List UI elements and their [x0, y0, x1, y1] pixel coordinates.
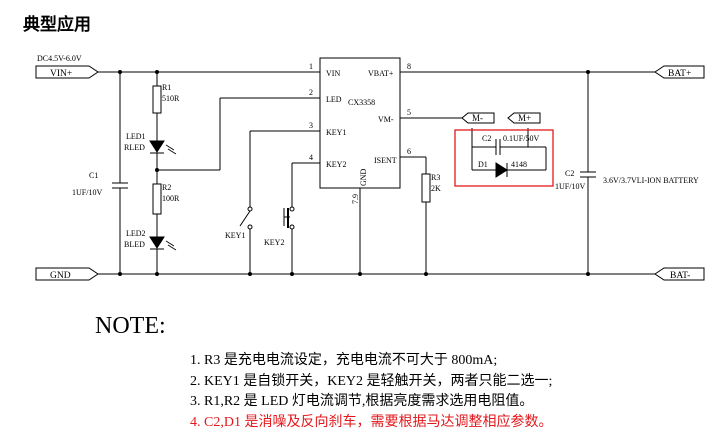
bat-plus-port — [654, 65, 705, 79]
led2-ref: LED2 — [126, 229, 146, 238]
motor-plus-label: M+ — [518, 113, 531, 123]
note-item-3: 3. R1,R2 是 LED 灯电流调节,根据亮度需求选用电阻值。 — [190, 394, 534, 409]
c2-battery-value: 1UF/10V — [555, 182, 585, 191]
pin-6-num: 6 — [407, 147, 411, 156]
pin-isent-name: ISENT — [374, 156, 397, 165]
led1-name: RLED — [124, 143, 145, 152]
pin-key2-name: KEY2 — [326, 160, 346, 169]
led1-ref: LED1 — [126, 132, 146, 141]
motor-minus-port — [461, 112, 495, 124]
d1-ref: D1 — [478, 160, 488, 169]
section-title: 典型应用 — [23, 15, 91, 35]
r1-ref: R1 — [162, 83, 171, 92]
led2-name: BLED — [124, 240, 145, 249]
battery-label: 3.6V/3.7VLI-ION BATTERY — [603, 176, 699, 185]
r3-resistor — [421, 173, 431, 203]
c2-motor-value: 0.1UF/50V — [503, 134, 539, 143]
key1-ref: KEY1 — [225, 231, 245, 240]
vin-plus-port — [35, 65, 99, 79]
c1-ref: C1 — [89, 171, 98, 180]
r1-value: 510R — [162, 94, 180, 103]
pin-3-num: 3 — [309, 121, 313, 130]
r2-ref: R2 — [162, 183, 171, 192]
bat-plus-label: BAT+ — [668, 69, 691, 79]
r3-ref: R3 — [431, 173, 440, 182]
pin-led-name: LED — [326, 95, 342, 104]
circuit-schematic: VIN+ GND BAT+ BAT- M- M+ DC4.5V-6.0V R1 … — [35, 54, 705, 281]
bat-minus-label: BAT- — [670, 271, 690, 281]
motor-minus-label: M- — [472, 113, 483, 123]
pin-7-9-num: 7.9 — [351, 194, 360, 204]
r2-value: 100R — [162, 194, 180, 203]
bat-minus-port — [654, 267, 705, 281]
gnd-label: GND — [50, 271, 71, 281]
note-heading: NOTE: — [95, 313, 166, 339]
pin-vin-name: VIN — [326, 69, 340, 78]
pin-2-num: 2 — [309, 88, 313, 97]
motor-plus-port — [507, 112, 541, 124]
pin-vbat-name: VBAT+ — [368, 69, 394, 78]
pin-1-num: 1 — [309, 62, 313, 71]
d1-value: 4148 — [511, 160, 527, 169]
r3-value: 2K — [431, 184, 441, 193]
note-item-2: 2. KEY1 是自锁开关，KEY2 是轻触开关，两者只能二选一; — [190, 373, 553, 389]
pin-key1-name: KEY1 — [326, 128, 346, 137]
note-list: 1. R3 是充电电流设定，充电电流不可大于 800mA; 2. KEY1 是自… — [190, 351, 552, 433]
c2-motor-ref: C2 — [482, 134, 491, 143]
input-voltage-label: DC4.5V-6.0V — [37, 54, 82, 63]
led2-diode — [149, 236, 165, 249]
led1-diode — [149, 140, 165, 153]
pin-gnd-name: GND — [359, 168, 368, 186]
chip-name: CX3358 — [348, 98, 375, 107]
c1-value: 1UF/10V — [72, 188, 102, 197]
d1-diode — [495, 162, 508, 178]
key2-ref: KEY2 — [264, 238, 284, 247]
vin-plus-label: VIN+ — [50, 69, 72, 79]
note-item-4: 4. C2,D1 是消噪及反向刹车，需要根据马达调整相应参数。 — [190, 414, 553, 430]
r1-resistor — [152, 85, 162, 114]
c2-battery-ref: C2 — [565, 169, 574, 178]
gnd-port — [35, 267, 99, 281]
r2-resistor — [152, 183, 162, 215]
pin-5-num: 5 — [407, 108, 411, 117]
note-item-1: 1. R3 是充电电流设定，充电电流不可大于 800mA; — [190, 353, 498, 368]
key1-switch — [239, 210, 251, 227]
pin-8-num: 8 — [407, 62, 411, 71]
pin-vm-name: VM- — [378, 115, 394, 124]
highlight-box — [454, 129, 554, 187]
pin-4-num: 4 — [309, 153, 313, 162]
